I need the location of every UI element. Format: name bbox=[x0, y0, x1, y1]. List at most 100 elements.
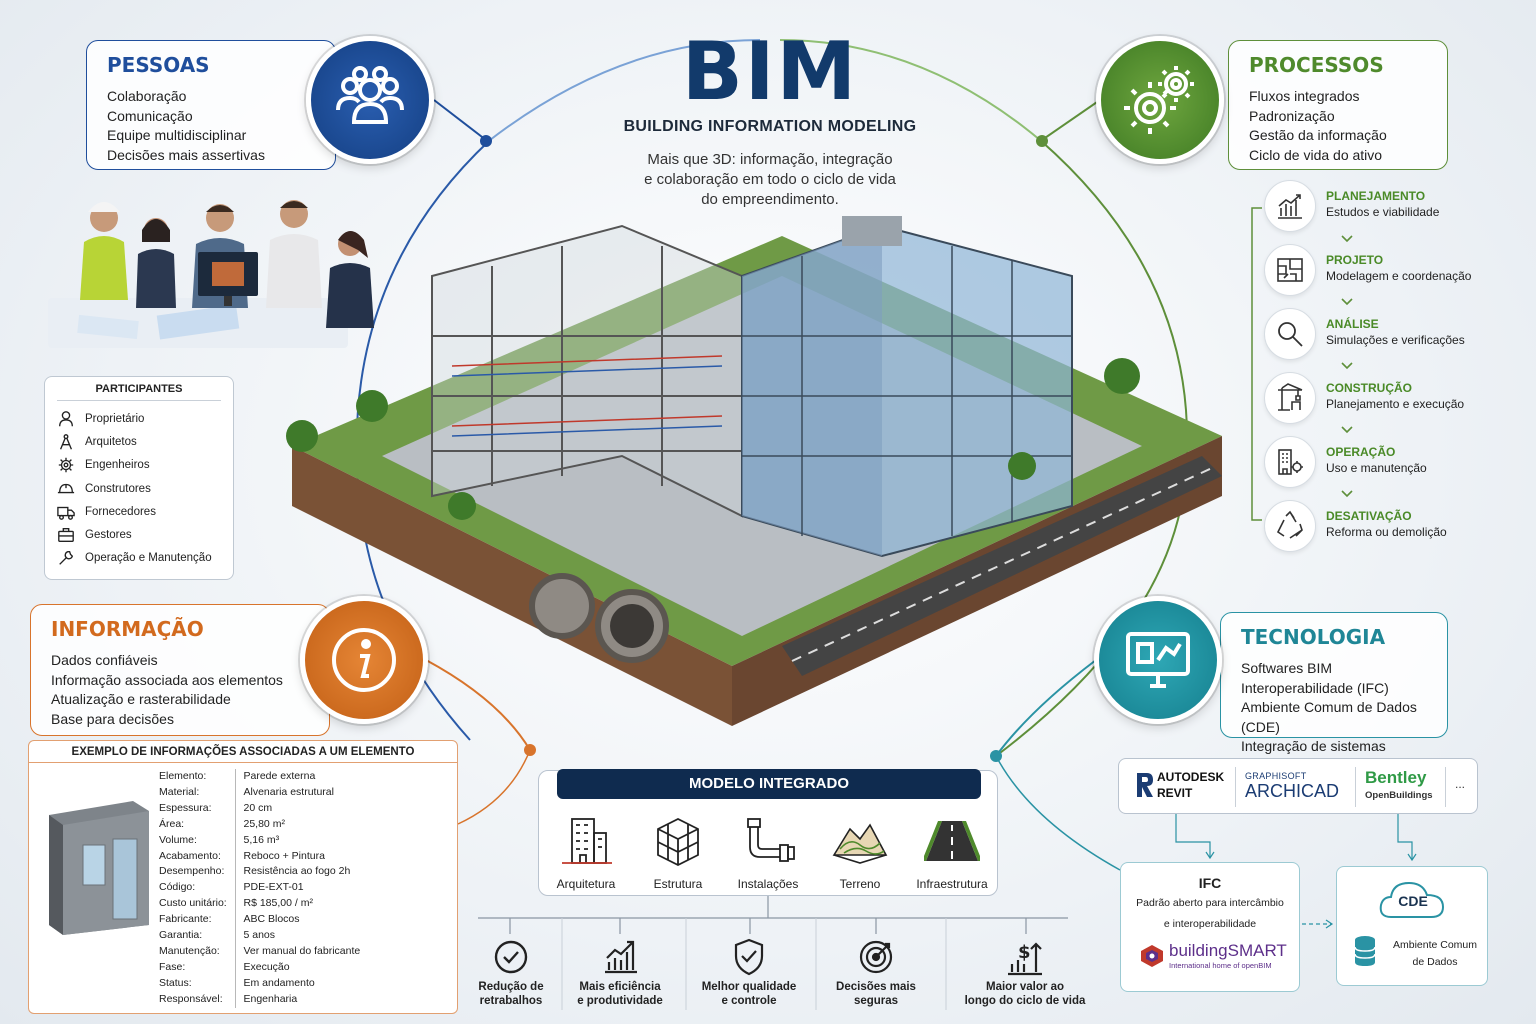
table-row: Garantia: 5 anos bbox=[155, 928, 361, 944]
list-item: Proprietário bbox=[57, 407, 221, 430]
bar-chart-icon bbox=[1264, 180, 1316, 232]
table-row: Acabamento: Reboco + Pintura bbox=[155, 848, 361, 865]
cde-panel: CDE Ambiente Comum de Dados bbox=[1336, 866, 1488, 986]
target-icon bbox=[859, 940, 893, 974]
pillar-informacao: INFORMAÇÃO Dados confiáveis Informação a… bbox=[30, 604, 330, 736]
pillar-processos: PROCESSOS Fluxos integrados Padronização… bbox=[1228, 40, 1448, 170]
chevron-down-icon bbox=[1341, 362, 1353, 370]
participants-panel: PARTICIPANTES Proprietário Arquitetos En… bbox=[44, 376, 234, 580]
table-row: Status:Em andamento bbox=[155, 975, 361, 992]
database-icon bbox=[1354, 936, 1376, 966]
page-description: Mais que 3D: informação, integração e co… bbox=[644, 151, 896, 208]
magnifier-icon bbox=[1264, 308, 1316, 360]
element-info-panel: EXEMPLO DE INFORMAÇÕES ASSOCIADAS A UM E… bbox=[28, 740, 458, 1014]
list-item: Fornecedores bbox=[57, 500, 221, 523]
property-value: Engenharia bbox=[234, 991, 361, 1008]
software-logos: AUTODESK REVIT GRAPHISOFT ARCHICAD Bentl… bbox=[1118, 758, 1478, 814]
wall-element-illustration bbox=[49, 801, 149, 935]
person-icon bbox=[59, 410, 73, 426]
table-row: Código: PDE-EXT-01 bbox=[155, 880, 361, 897]
page-subtitle: BUILDING INFORMATION MODELING bbox=[623, 118, 917, 135]
participants-title: PARTICIPANTES bbox=[57, 383, 221, 401]
property-value: PDE-EXT-01 bbox=[234, 880, 361, 897]
property-value: Resistência ao fogo 2h bbox=[234, 864, 361, 881]
pillar-pessoas: PESSOAS Colaboração Comunicação Equipe m… bbox=[86, 40, 336, 170]
list-item: Decisões mais assertivas bbox=[107, 146, 265, 163]
value-up-icon: $ bbox=[1008, 942, 1042, 976]
wrench-icon bbox=[59, 551, 74, 566]
table-row: Desempenho:Resistência ao fogo 2h bbox=[155, 864, 361, 881]
table-row: Fabricante:ABC Blocos bbox=[155, 912, 361, 929]
property-value: Reboco + Pintura bbox=[234, 848, 361, 865]
recycle-icon bbox=[1264, 500, 1316, 552]
crane-icon bbox=[1264, 372, 1316, 424]
list-item: Fluxos integrados bbox=[1249, 88, 1360, 104]
gears-icon bbox=[1096, 36, 1224, 164]
list-item: Engenheiros bbox=[57, 454, 221, 477]
property-value: 20 cm bbox=[234, 800, 361, 817]
property-key: Status: bbox=[159, 976, 192, 989]
ifc-panel: IFC Padrão aberto para intercâmbio e int… bbox=[1120, 862, 1300, 992]
list-item: Colaboração bbox=[107, 88, 187, 104]
pillar-title: INFORMAÇÃO bbox=[51, 617, 204, 641]
list-item: Operação e Manutenção bbox=[57, 547, 221, 570]
model-discipline-terreno: Terreno bbox=[815, 815, 905, 891]
model-discipline-instalacoes: Instalações bbox=[723, 815, 813, 891]
gear-icon bbox=[58, 458, 74, 473]
property-key: Código: bbox=[159, 881, 196, 894]
model-discipline-arquitetura: Arquitetura bbox=[541, 815, 631, 891]
team-illustration bbox=[48, 200, 374, 348]
element-info-title: EXEMPLO DE INFORMAÇÕES ASSOCIADAS A UM E… bbox=[29, 741, 457, 763]
chevron-down-icon bbox=[1341, 298, 1353, 306]
chevron-down-icon bbox=[1341, 235, 1353, 243]
list-item: Equipe multidisciplinar bbox=[107, 127, 247, 143]
table-row: Responsável:Engenharia bbox=[155, 991, 361, 1008]
revit-logo-icon bbox=[1137, 773, 1153, 797]
terrain-icon bbox=[832, 823, 888, 864]
structure-frame-icon bbox=[657, 817, 699, 867]
road-icon bbox=[924, 821, 980, 861]
compass-icon bbox=[59, 434, 73, 450]
list-item: Integração de sistemas bbox=[1241, 738, 1386, 754]
chevron-down-icon bbox=[1341, 490, 1353, 498]
property-value: 25,80 m² bbox=[234, 816, 361, 833]
table-row: Área:25,80 m² bbox=[155, 816, 361, 833]
property-key: Acabamento: bbox=[159, 849, 221, 862]
property-key: Garantia: bbox=[159, 929, 203, 942]
pillar-title: PROCESSOS bbox=[1249, 53, 1384, 77]
integrated-model-title: MODELO INTEGRADO bbox=[557, 769, 981, 799]
list-item: Base para decisões bbox=[51, 710, 174, 727]
cloud-icon bbox=[1379, 881, 1445, 918]
property-key: Material: bbox=[159, 785, 200, 798]
property-key: Fabricante: bbox=[159, 913, 212, 926]
property-value: Alvenaria estrutural bbox=[234, 784, 361, 801]
svg-text:$: $ bbox=[1018, 942, 1031, 963]
chevron-down-icon bbox=[1341, 426, 1353, 434]
property-value: Parede externa bbox=[234, 769, 361, 785]
table-row: Elemento:Parede externa bbox=[155, 769, 361, 785]
pillar-title: TECNOLOGIA bbox=[1241, 625, 1386, 649]
monitor-model-icon bbox=[1094, 596, 1222, 724]
table-row: Manutenção:Ver manual do fabricante bbox=[155, 943, 361, 960]
table-row: Espessura:20 cm bbox=[155, 800, 361, 817]
model-discipline-estrutura: Estrutura bbox=[633, 815, 723, 891]
building-model-illustration bbox=[286, 216, 1222, 726]
blueprint-icon bbox=[1264, 244, 1316, 296]
people-group-icon bbox=[306, 36, 434, 164]
table-row: Material: Alvenaria estrutural bbox=[155, 784, 361, 801]
property-key: Manutenção: bbox=[159, 944, 220, 957]
property-value: 5 anos bbox=[234, 928, 361, 944]
list-item: Interoperabilidade (IFC) bbox=[1241, 679, 1389, 696]
list-item: Arquitetos bbox=[57, 430, 221, 453]
list-item: Ciclo de vida do ativo bbox=[1249, 146, 1383, 163]
